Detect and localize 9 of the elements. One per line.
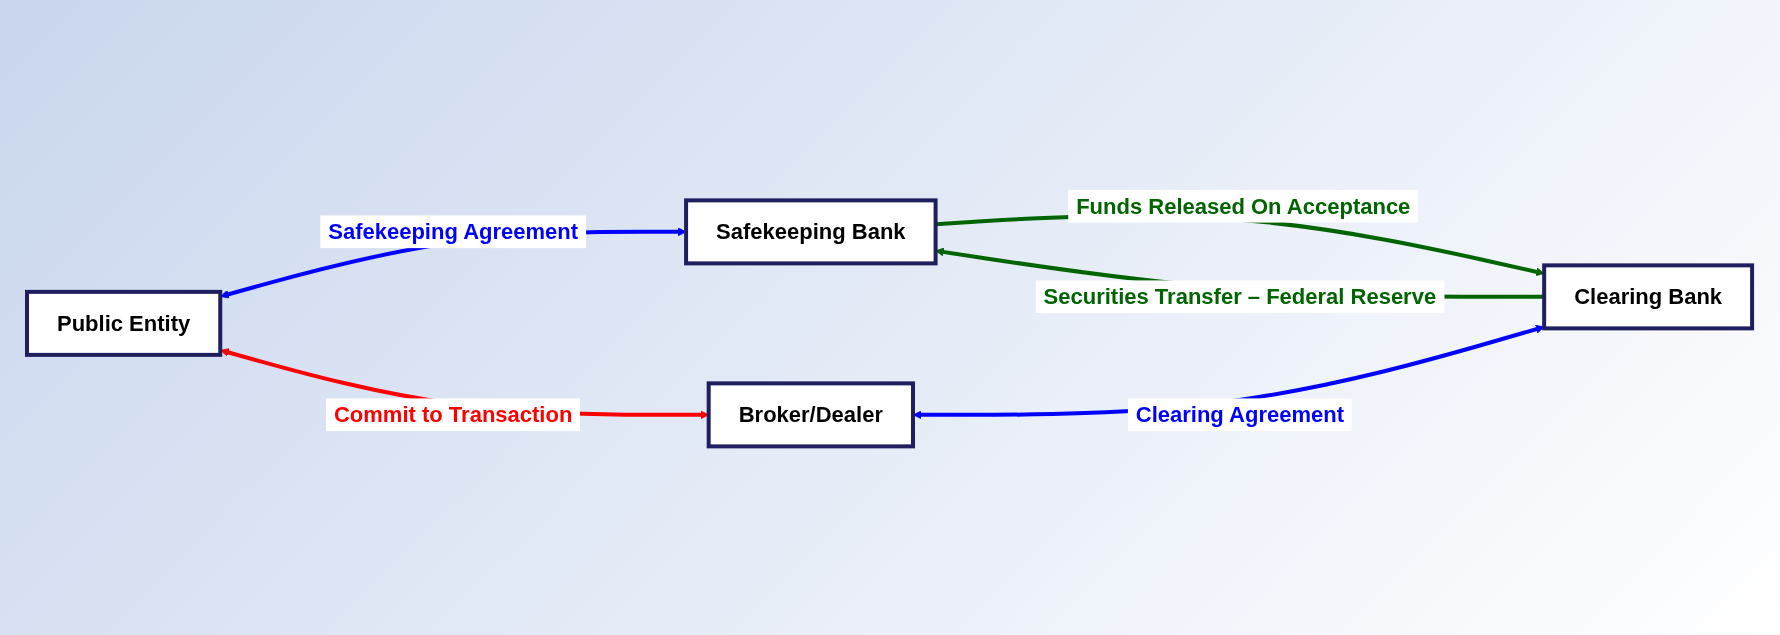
edge-label: Funds Released On Acceptance (1076, 193, 1411, 219)
node-box: Clearing Bank (1542, 262, 1755, 330)
edge-label: Safekeeping Agreement (328, 218, 579, 244)
edge-label: Securities Transfer – Federal Reserve (1044, 283, 1437, 309)
edge-label: Commit to Transaction (334, 401, 573, 427)
node-box: Public Entity (25, 289, 223, 357)
node-box: Broker/Dealer (707, 380, 916, 448)
node-box: Safekeeping Bank (684, 197, 939, 265)
edge-label: Clearing Agreement (1136, 401, 1345, 427)
